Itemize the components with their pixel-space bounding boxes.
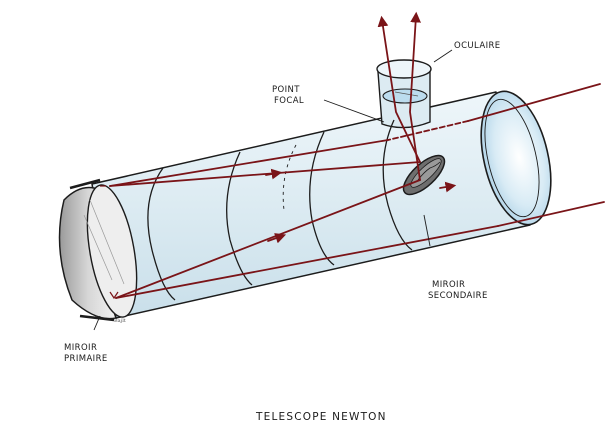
tube-front-opening xyxy=(480,90,552,226)
label-miroir-secondaire-1: MIROIR xyxy=(432,280,465,290)
primary-mirror xyxy=(58,178,138,322)
eyepiece-tube xyxy=(376,59,432,129)
label-oculaire: OCULAIRE xyxy=(454,41,501,51)
light-rays xyxy=(109,11,605,299)
primary-marks xyxy=(100,185,119,300)
diagram-title: TELESCOPE NEWTON xyxy=(255,411,387,423)
label-point-focal-1: POINT xyxy=(272,85,300,95)
label-miroir-primaire-2: PRIMAIRE xyxy=(64,354,108,364)
label-miroir-secondaire-2: SECONDAIRE xyxy=(428,291,488,301)
label-miroir-primaire-1: MIROIR xyxy=(64,343,97,353)
leader-lines xyxy=(93,49,453,331)
signature: Bajlt xyxy=(114,318,126,324)
tube-rings xyxy=(147,119,413,301)
label-point-focal-2: FOCAL xyxy=(274,96,304,106)
